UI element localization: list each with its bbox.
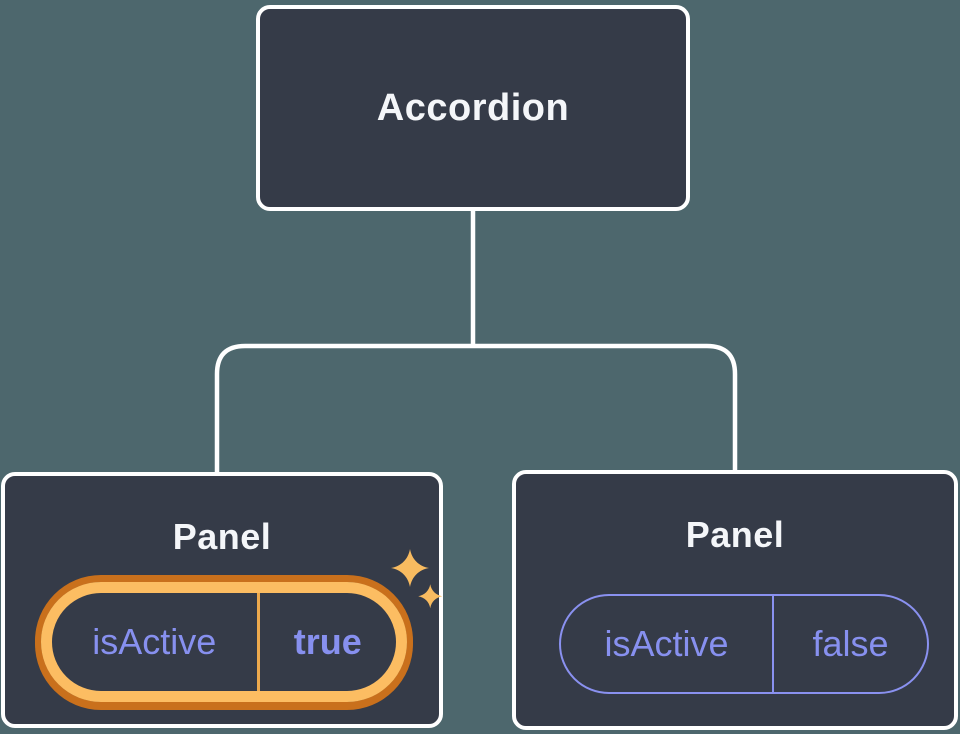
prop-pill-inactive: isActive false xyxy=(559,594,929,694)
accordion-node-label: Accordion xyxy=(376,86,570,129)
prop-value-active: true xyxy=(293,621,362,662)
panel-active-label: Panel xyxy=(172,516,272,557)
tree-node-accordion: Accordion xyxy=(256,5,690,211)
pill-divider xyxy=(772,596,775,692)
tree-node-panel-inactive: Panel isActive false xyxy=(512,470,958,730)
prop-name-active: isActive xyxy=(92,621,217,662)
pill-divider xyxy=(256,593,260,691)
tree-node-panel-active: Panel isActive true xyxy=(1,472,443,728)
prop-value-inactive: false xyxy=(812,623,889,664)
prop-pill-active: isActive true xyxy=(41,582,407,702)
prop-name-inactive: isActive xyxy=(604,623,729,664)
panel-inactive-label: Panel xyxy=(685,514,785,555)
